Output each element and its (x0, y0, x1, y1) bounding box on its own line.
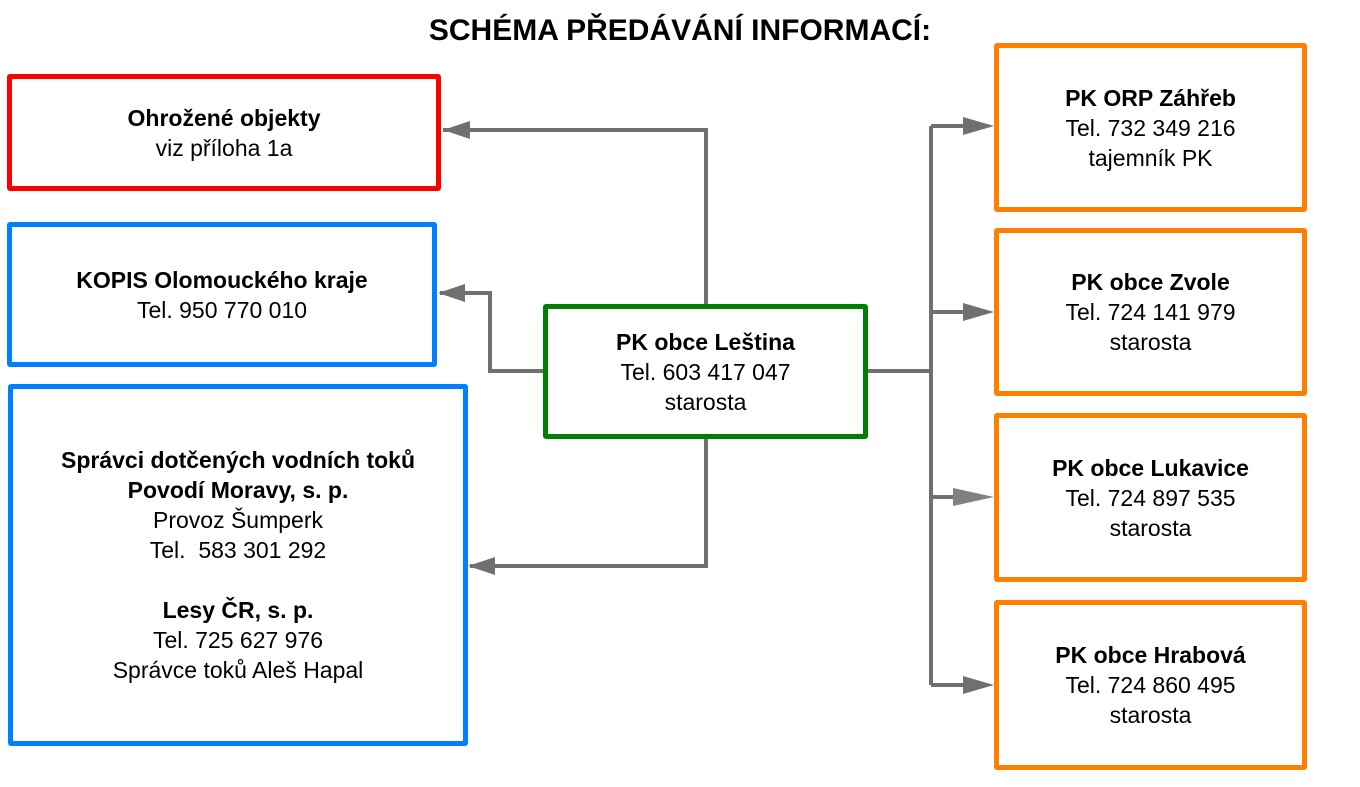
arrowhead (953, 488, 994, 506)
arrow-to-kopis (440, 291, 543, 373)
box-role: starosta (664, 388, 747, 415)
org2-name: Lesy ČR, s. p. (162, 597, 314, 623)
box-note: viz příloha 1a (155, 134, 293, 161)
box-tel: Tel. 724 897 535 (1065, 484, 1236, 511)
arrowhead (963, 676, 994, 694)
box-name: KOPIS Olomouckého kraje (76, 266, 368, 293)
box-name: PK obce Zvole (1071, 269, 1230, 295)
arrowhead (963, 303, 994, 321)
right-box-hrabova: PK obce Hrabová Tel. 724 860 495 starost… (994, 600, 1307, 770)
arrowhead (438, 284, 465, 302)
box-role: starosta (1109, 514, 1192, 541)
arrowhead (468, 557, 495, 575)
right-box-zvole: PK obce Zvole Tel. 724 141 979 starosta (994, 228, 1307, 396)
box-name: PK obce Leština (616, 328, 795, 355)
arrowhead (443, 121, 470, 139)
org1-name: Povodí Moravy, s. p. (127, 477, 349, 503)
org2-tel: Tel. 725 627 976 (152, 627, 324, 653)
diagram-title: SCHÉMA PŘEDÁVÁNÍ INFORMACÍ: (428, 14, 932, 47)
threatened-objects-box: Ohrožené objekty viz příloha 1a (7, 74, 441, 191)
box-name: PK obce Lukavice (1052, 454, 1249, 481)
org1-unit: Provoz Šumperk (152, 507, 323, 533)
right-box-zahreb: PK ORP Záhřeb Tel. 732 349 216 tajemník … (994, 43, 1307, 212)
box-tel: Tel. 950 770 010 (136, 296, 308, 323)
box-tel: Tel. 724 860 495 (1065, 672, 1236, 698)
arrow-to-threatened (443, 128, 708, 304)
arrowhead (963, 117, 994, 135)
box-name: PK ORP Záhřeb (1065, 84, 1236, 111)
box-tel: Tel. 724 141 979 (1065, 299, 1236, 325)
arrow-to-water (470, 438, 708, 568)
org1-tel: Tel. 583 301 292 (149, 537, 327, 563)
box-tel: Tel. 603 417 047 (620, 358, 791, 385)
right-box-lukavice: PK obce Lukavice Tel. 724 897 535 staros… (994, 413, 1307, 582)
trunk-right (867, 126, 933, 685)
box-role: starosta (1109, 329, 1192, 355)
org2-person: Správce toků Aleš Hapal (112, 657, 364, 683)
box-role: tajemník PK (1088, 144, 1213, 171)
box-name: PK obce Hrabová (1055, 642, 1246, 668)
box-tel: Tel. 732 349 216 (1065, 114, 1236, 141)
kopis-box: KOPIS Olomouckého kraje Tel. 950 770 010 (7, 222, 437, 367)
box-heading: Správci dotčených vodních toků (60, 447, 416, 473)
water-managers-box: Správci dotčených vodních toků Povodí Mo… (8, 384, 468, 746)
box-name: Ohrožené objekty (127, 104, 321, 131)
box-role: starosta (1109, 702, 1192, 728)
center-box: PK obce Leština Tel. 603 417 047 starost… (543, 304, 868, 439)
